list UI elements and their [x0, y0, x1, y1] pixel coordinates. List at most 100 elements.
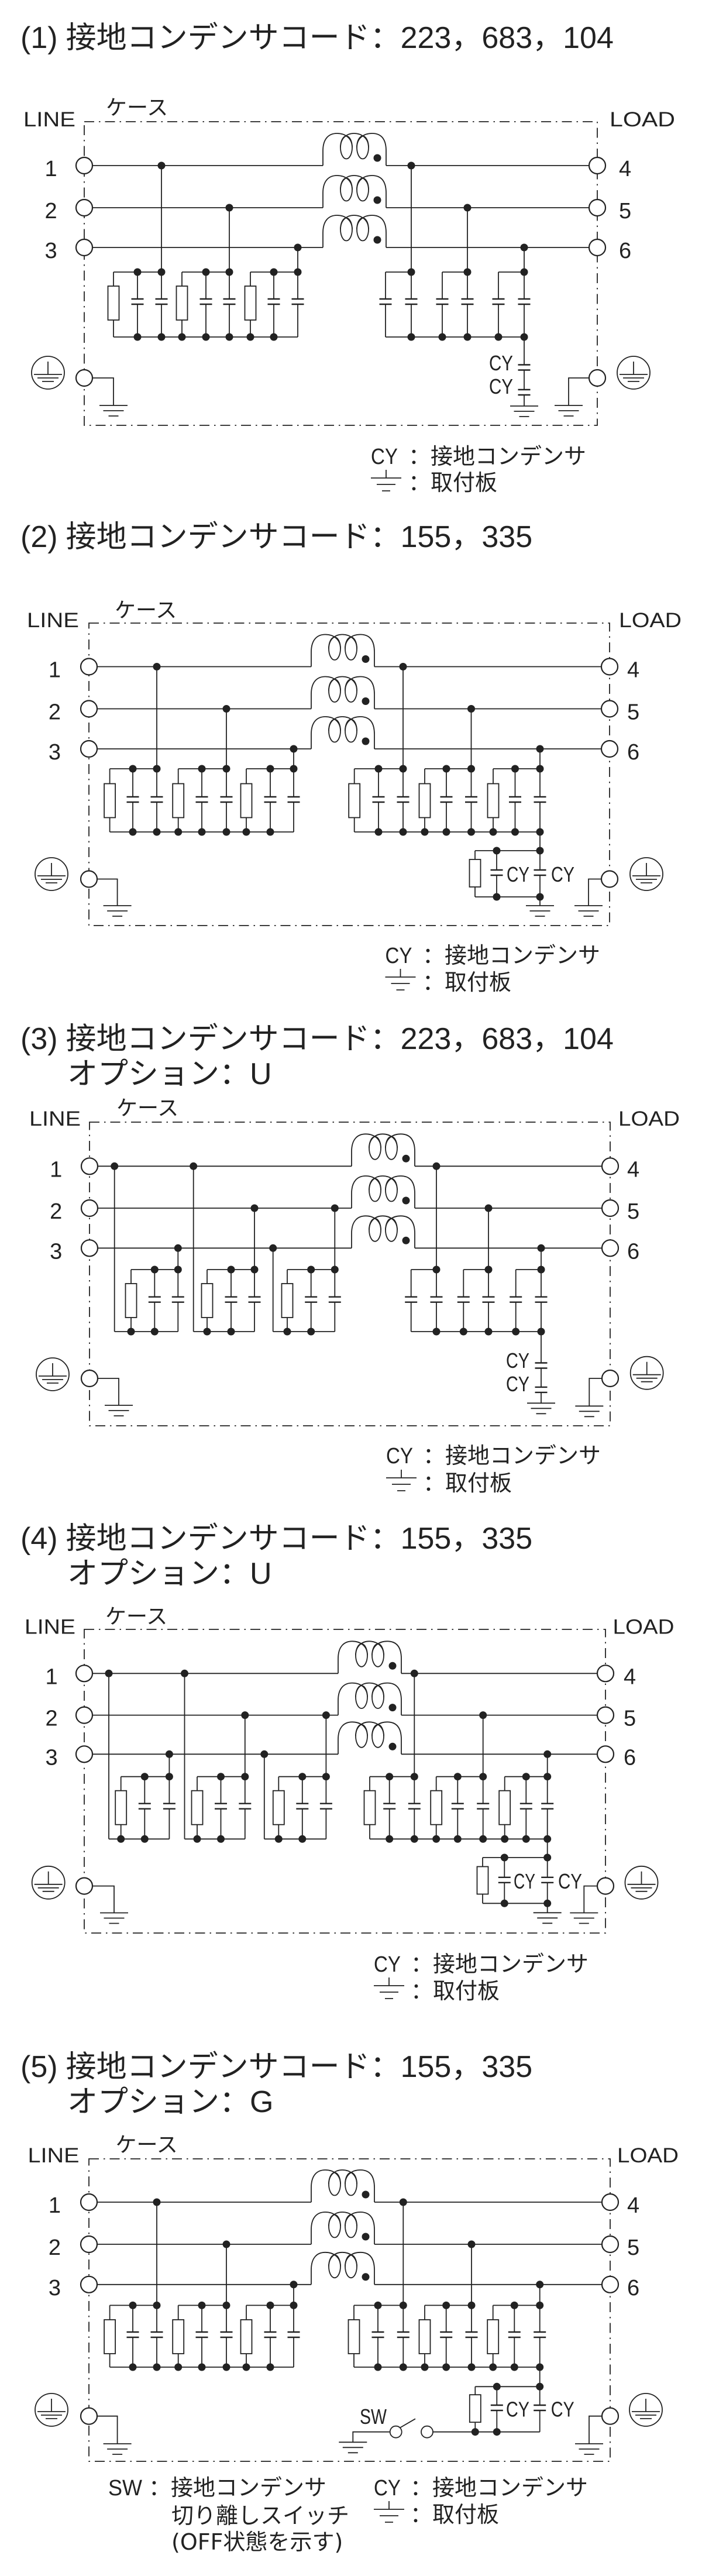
capacitor-icon [463, 796, 479, 803]
legend-separator: ： [411, 1978, 433, 2004]
capacitor-icon [125, 796, 141, 803]
junction-dot [133, 267, 142, 277]
legend-cy-text: ：接地コンデンサ [410, 2475, 588, 2501]
terminal-3-icon [80, 740, 98, 758]
capacitor-icon [438, 2331, 454, 2338]
legend-separator: ： [423, 1470, 445, 1496]
junction-dot [152, 662, 161, 671]
capacitor-icon [262, 796, 278, 803]
protective-earth-icon [617, 356, 651, 390]
cy-label: CY [514, 1869, 535, 1893]
capacitor-icon [395, 796, 411, 803]
legend-description: 取付板 [433, 1978, 500, 2004]
option-line: オプション：U [20, 1556, 532, 1591]
ground-icon [574, 905, 603, 917]
capacitor-icon [218, 796, 235, 803]
capacitor-icon [456, 1296, 472, 1303]
junction-dot [197, 827, 207, 837]
diagram-number: (2) [20, 520, 58, 554]
capacitor-icon [480, 1296, 497, 1303]
choke-coil-icon [338, 1721, 402, 1755]
junction-dot [484, 1203, 493, 1213]
cy-label: CY [506, 1349, 529, 1373]
circuit [36, 1133, 664, 1491]
junction-dot [410, 1834, 419, 1844]
capacitor-icon [475, 1803, 491, 1810]
terminal-number: 5 [619, 199, 631, 223]
legend-description: 接地コンデンサ [171, 2475, 326, 2501]
resistor-icon [363, 1790, 376, 1825]
circuit [31, 133, 651, 491]
terminal-1-icon [75, 1664, 94, 1683]
ground-icon [102, 2443, 132, 2455]
resistor-icon [115, 1790, 128, 1825]
junction-dot [289, 2300, 298, 2310]
capacitor-icon [149, 2331, 165, 2338]
choke-coil-icon [311, 2212, 375, 2245]
terminal-2-icon [75, 1706, 94, 1724]
resistor-icon [347, 2319, 360, 2354]
legend-ground-text: ：取付板 [422, 969, 511, 995]
junction-dot [536, 1265, 546, 1274]
capacitor-icon [318, 1803, 334, 1810]
title-separator: ： [370, 520, 401, 554]
legend-ground-icon [373, 2501, 405, 2523]
junction-dot [266, 827, 275, 837]
junction-dot [157, 332, 166, 342]
junction-dot [307, 1265, 316, 1274]
diagram-1-title: (1)接地コンデンサコード：223，683，104 [20, 20, 614, 56]
capacitor-codes: 155，335 [400, 1522, 533, 1556]
junction-dot [453, 1834, 462, 1844]
load-earth-terminal-icon [601, 1369, 620, 1388]
junction-dot [398, 2362, 408, 2372]
legend-cy-symbol: CY [386, 1444, 413, 1468]
cy-label: CY [551, 2398, 574, 2422]
junction-dot [266, 764, 275, 773]
resistor-icon [240, 2319, 253, 2354]
capacitor-icon [194, 2331, 210, 2338]
junction-dot [133, 332, 142, 342]
junction-dot [543, 1749, 552, 1759]
junction-dot [536, 1327, 546, 1336]
legend-cy-text: ：接地コンデンサ [408, 443, 586, 469]
junction-dot [519, 332, 529, 342]
legend-description: 取付板 [445, 969, 511, 995]
legend-separator: ： [410, 2502, 432, 2527]
line-earth-terminal-icon [75, 369, 94, 387]
capacitor-icon [221, 298, 238, 305]
capacitor-icon [285, 796, 302, 803]
junction-dots [133, 161, 529, 342]
junction-dot [152, 2300, 161, 2310]
load-earth-terminal-icon [588, 369, 607, 387]
terminal-number: 3 [50, 1239, 62, 1264]
resistor-icon [104, 783, 116, 818]
junction-dot [128, 764, 137, 773]
capacitor-icon [125, 2331, 141, 2338]
resistor-icon [172, 783, 185, 818]
title-separator: ： [370, 21, 401, 55]
junction-dot [374, 764, 383, 773]
ground-icon [99, 1912, 129, 1924]
terminal-number: 5 [624, 1707, 636, 1731]
terminal-1-icon [80, 1157, 99, 1175]
junction-dot [536, 1243, 546, 1253]
terminal-number: 2 [49, 700, 61, 725]
terminal-number: 6 [619, 239, 631, 263]
junction-dot [463, 332, 472, 342]
cy-capacitor-icon [516, 388, 532, 396]
cy-capacitor-icon [497, 1876, 512, 1884]
legend-description: 接地コンデンサ [432, 2475, 588, 2501]
terminal-4-icon [596, 1664, 615, 1683]
junction-dot [289, 764, 298, 773]
terminal-number: 6 [627, 740, 639, 765]
capacitor-icon [262, 2331, 278, 2338]
circuit [35, 2169, 663, 2523]
terminal-number: 2 [45, 1707, 57, 1731]
junction-dot [432, 1834, 441, 1844]
junction-dot [438, 332, 447, 342]
load-label: LOAD [618, 1108, 680, 1130]
sw-label: SW [360, 2405, 387, 2429]
junction-dot [535, 846, 545, 855]
terminal-4-icon [588, 156, 607, 175]
